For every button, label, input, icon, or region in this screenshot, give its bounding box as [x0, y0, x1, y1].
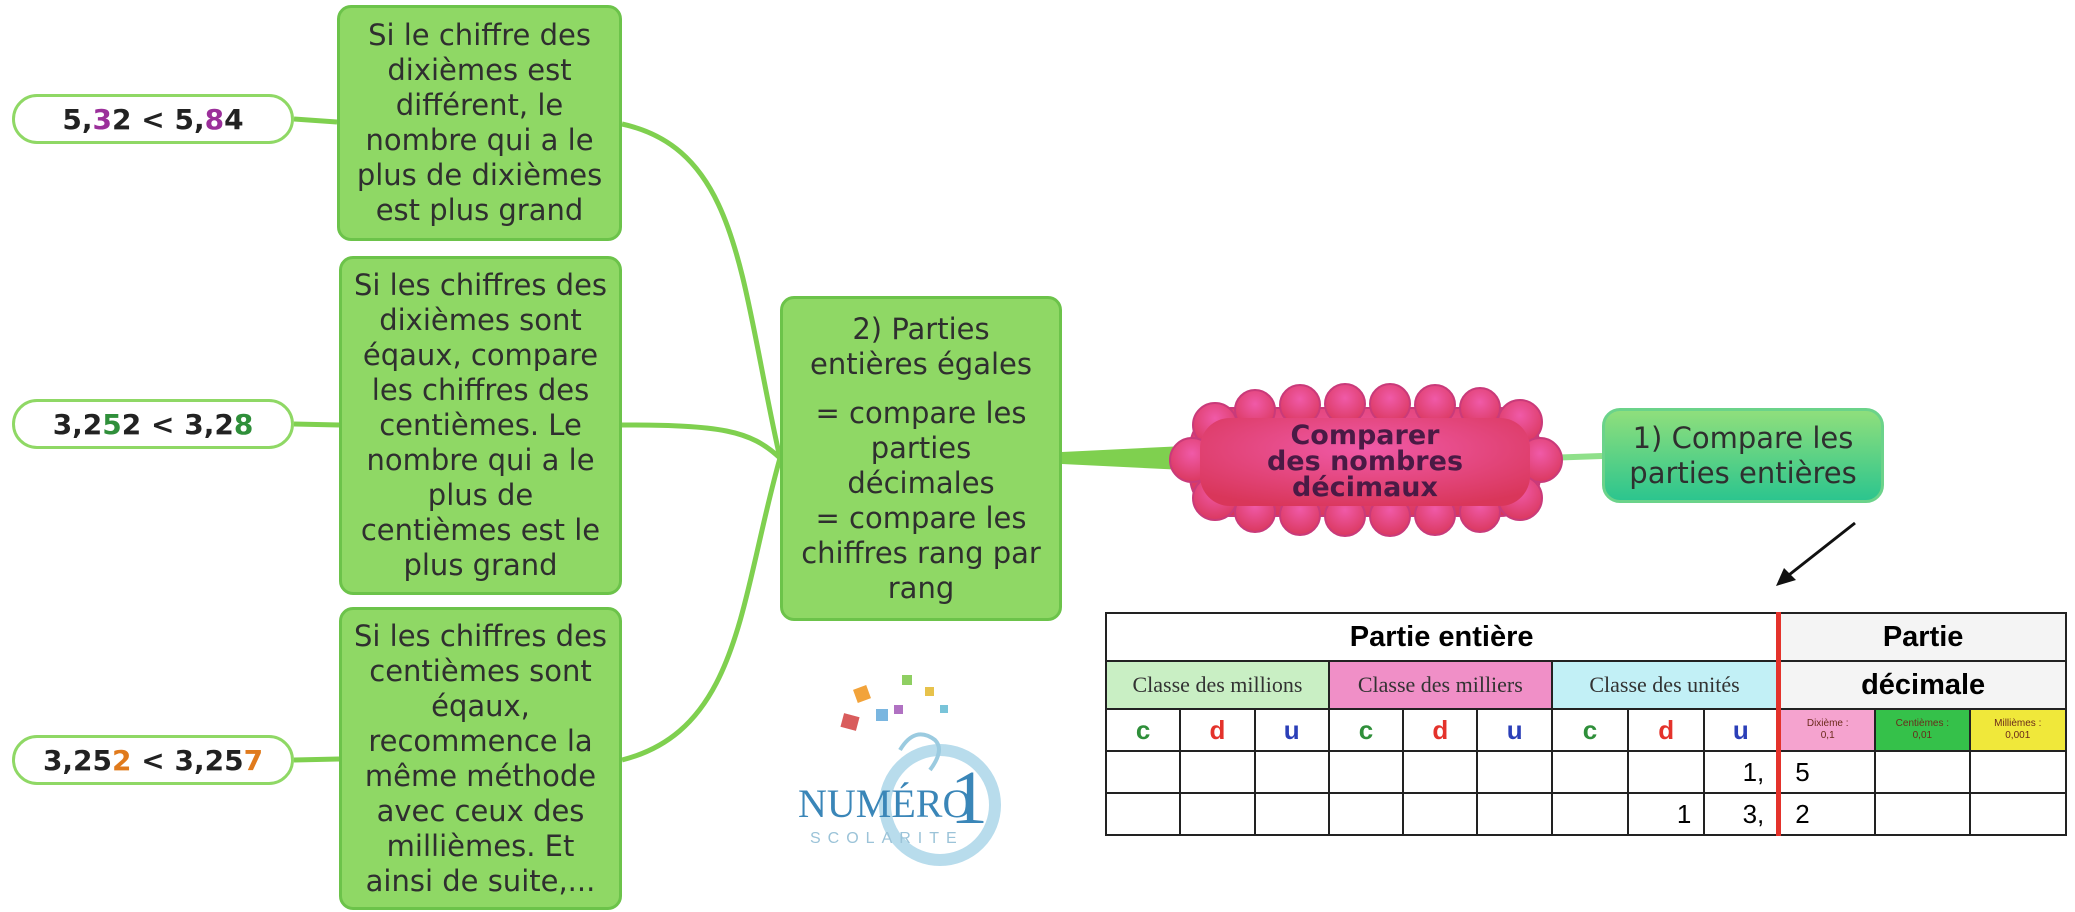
table-cell [1253, 792, 1330, 836]
example-segment: 2 [112, 743, 132, 777]
decimal-part-header-2: décimale [1776, 660, 2068, 710]
table-cell [1402, 750, 1479, 794]
position-c: c [1104, 708, 1182, 752]
connector-left-wedge [1062, 446, 1185, 470]
example-segment: 3,2 [52, 407, 103, 441]
table-cell [1476, 750, 1553, 794]
example-segment: 3 [92, 102, 113, 136]
example-segment: 8 [233, 407, 254, 441]
table-cell: 1 [1627, 792, 1706, 836]
table-cell [1627, 750, 1706, 794]
logo-wordmark: NUMÉRO [798, 781, 971, 826]
central-topic[interactable]: Comparer des nombres décimaux [1266, 420, 1464, 503]
example-segment: 4 [224, 102, 244, 136]
position-c: c [1327, 708, 1405, 752]
connector-rule-2 [621, 422, 782, 460]
connector-ex-2 [293, 421, 340, 428]
example-segment: 7 [243, 743, 264, 777]
rule-text-thousandths: Si les chiffres des centièmes sont éqaux… [353, 618, 608, 898]
table-cell [1179, 792, 1256, 836]
decimal-position-header: Dixième :0,1 [1776, 708, 1877, 752]
position-d: d [1179, 708, 1256, 752]
branch-compare-integer-parts-text: 1) Compare les parties entières [1629, 420, 1857, 490]
table-cell [1550, 792, 1630, 836]
example-segment: 2 < 5, [112, 102, 205, 136]
table-cell [1253, 750, 1330, 794]
logo-tagline: SCOLARITE [810, 830, 964, 847]
rule-text-tenths: Si le chiffre des dixièmes est différent… [356, 18, 603, 227]
example-segment: 5 [102, 407, 122, 441]
pointer-arrow [1776, 521, 1856, 586]
position-u: u [1703, 708, 1780, 752]
decimal-position-value: 0,1 [1820, 730, 1835, 741]
connector-ex-3 [293, 756, 340, 763]
table-cell [1104, 750, 1182, 794]
position-d: d [1627, 708, 1706, 752]
example-segment: 3,25 [42, 743, 113, 777]
example-segment: 8 [204, 102, 225, 136]
rule-node-tenths[interactable]: Si le chiffre des dixièmes est différent… [337, 5, 622, 241]
connector-rule-1 [621, 121, 783, 459]
table-cell [1327, 750, 1405, 794]
integer-part-header: Partie entière [1105, 612, 1780, 662]
decimal-position-value: 0,001 [2005, 730, 2031, 741]
position-d: d [1402, 708, 1479, 752]
table-cell [1476, 792, 1553, 836]
position-u: u [1476, 708, 1553, 752]
example-segment: < 3,25 [131, 743, 244, 777]
decimal-position-name: Dixième : [1806, 718, 1849, 729]
class-units: Classe des unités [1550, 660, 1780, 710]
table-cell [1968, 750, 2068, 794]
table-cell: 2 [1776, 792, 1877, 836]
table-cell [1874, 750, 1971, 794]
branch-compare-integer-parts[interactable]: 1) Compare les parties entières [1602, 408, 1884, 503]
class-millions: Classe des millions [1105, 660, 1330, 710]
rule-text-hundredths: Si les chiffres des dixièmes sont éqaux,… [353, 268, 608, 582]
decimal-position-value: 0,01 [1912, 730, 1933, 741]
rule-node-thousandths[interactable]: Si les chiffres des centièmes sont éqaux… [339, 607, 622, 910]
table-row: 1,5 [1104, 750, 2068, 794]
example-segment: 5, [62, 102, 93, 136]
decimal-position-name: Centièmes : [1895, 718, 1950, 729]
connector-ex-1 [293, 116, 338, 125]
branch-equal-integer-parts[interactable]: 2) Parties entières égales = compare les… [780, 296, 1062, 621]
table-cell [1104, 792, 1182, 836]
decimal-part-header-1: Partie [1776, 612, 2068, 662]
rule-node-hundredths[interactable]: Si les chiffres des dixièmes sont éqaux,… [339, 256, 622, 595]
table-cell [1179, 750, 1256, 794]
table-cell: 3, [1703, 792, 1780, 836]
decimal-position-name: Millièmes : [1994, 718, 2042, 729]
table-cell [1550, 750, 1630, 794]
position-u: u [1253, 708, 1330, 752]
class-thousands: Classe des milliers [1327, 660, 1553, 710]
branch-equal-integer-parts-title: 2) Parties entières égales [810, 311, 1032, 381]
connector-rule-3 [621, 457, 783, 763]
table-cell [1968, 792, 2068, 836]
example-segment: 2 < 3,2 [121, 407, 234, 441]
table-cell: 5 [1776, 750, 1877, 794]
table-cell [1402, 792, 1479, 836]
place-value-table: Partie entière Partie Classe des million… [1104, 612, 2068, 836]
logo-digit: 1 [950, 756, 988, 840]
table-cell [1874, 792, 1971, 836]
branch-equal-integer-parts-body: = compare les parties décimales = compar… [801, 395, 1041, 605]
numero1-scolarite-logo: NUMÉRO 1 SCOLARITE [798, 675, 1001, 866]
decimal-position-header: Millièmes :0,001 [1968, 708, 2068, 752]
table-cell: 1, [1703, 750, 1780, 794]
table-cell [1327, 792, 1405, 836]
decimal-position-header: Centièmes :0,01 [1874, 708, 1971, 752]
position-c: c [1550, 708, 1630, 752]
